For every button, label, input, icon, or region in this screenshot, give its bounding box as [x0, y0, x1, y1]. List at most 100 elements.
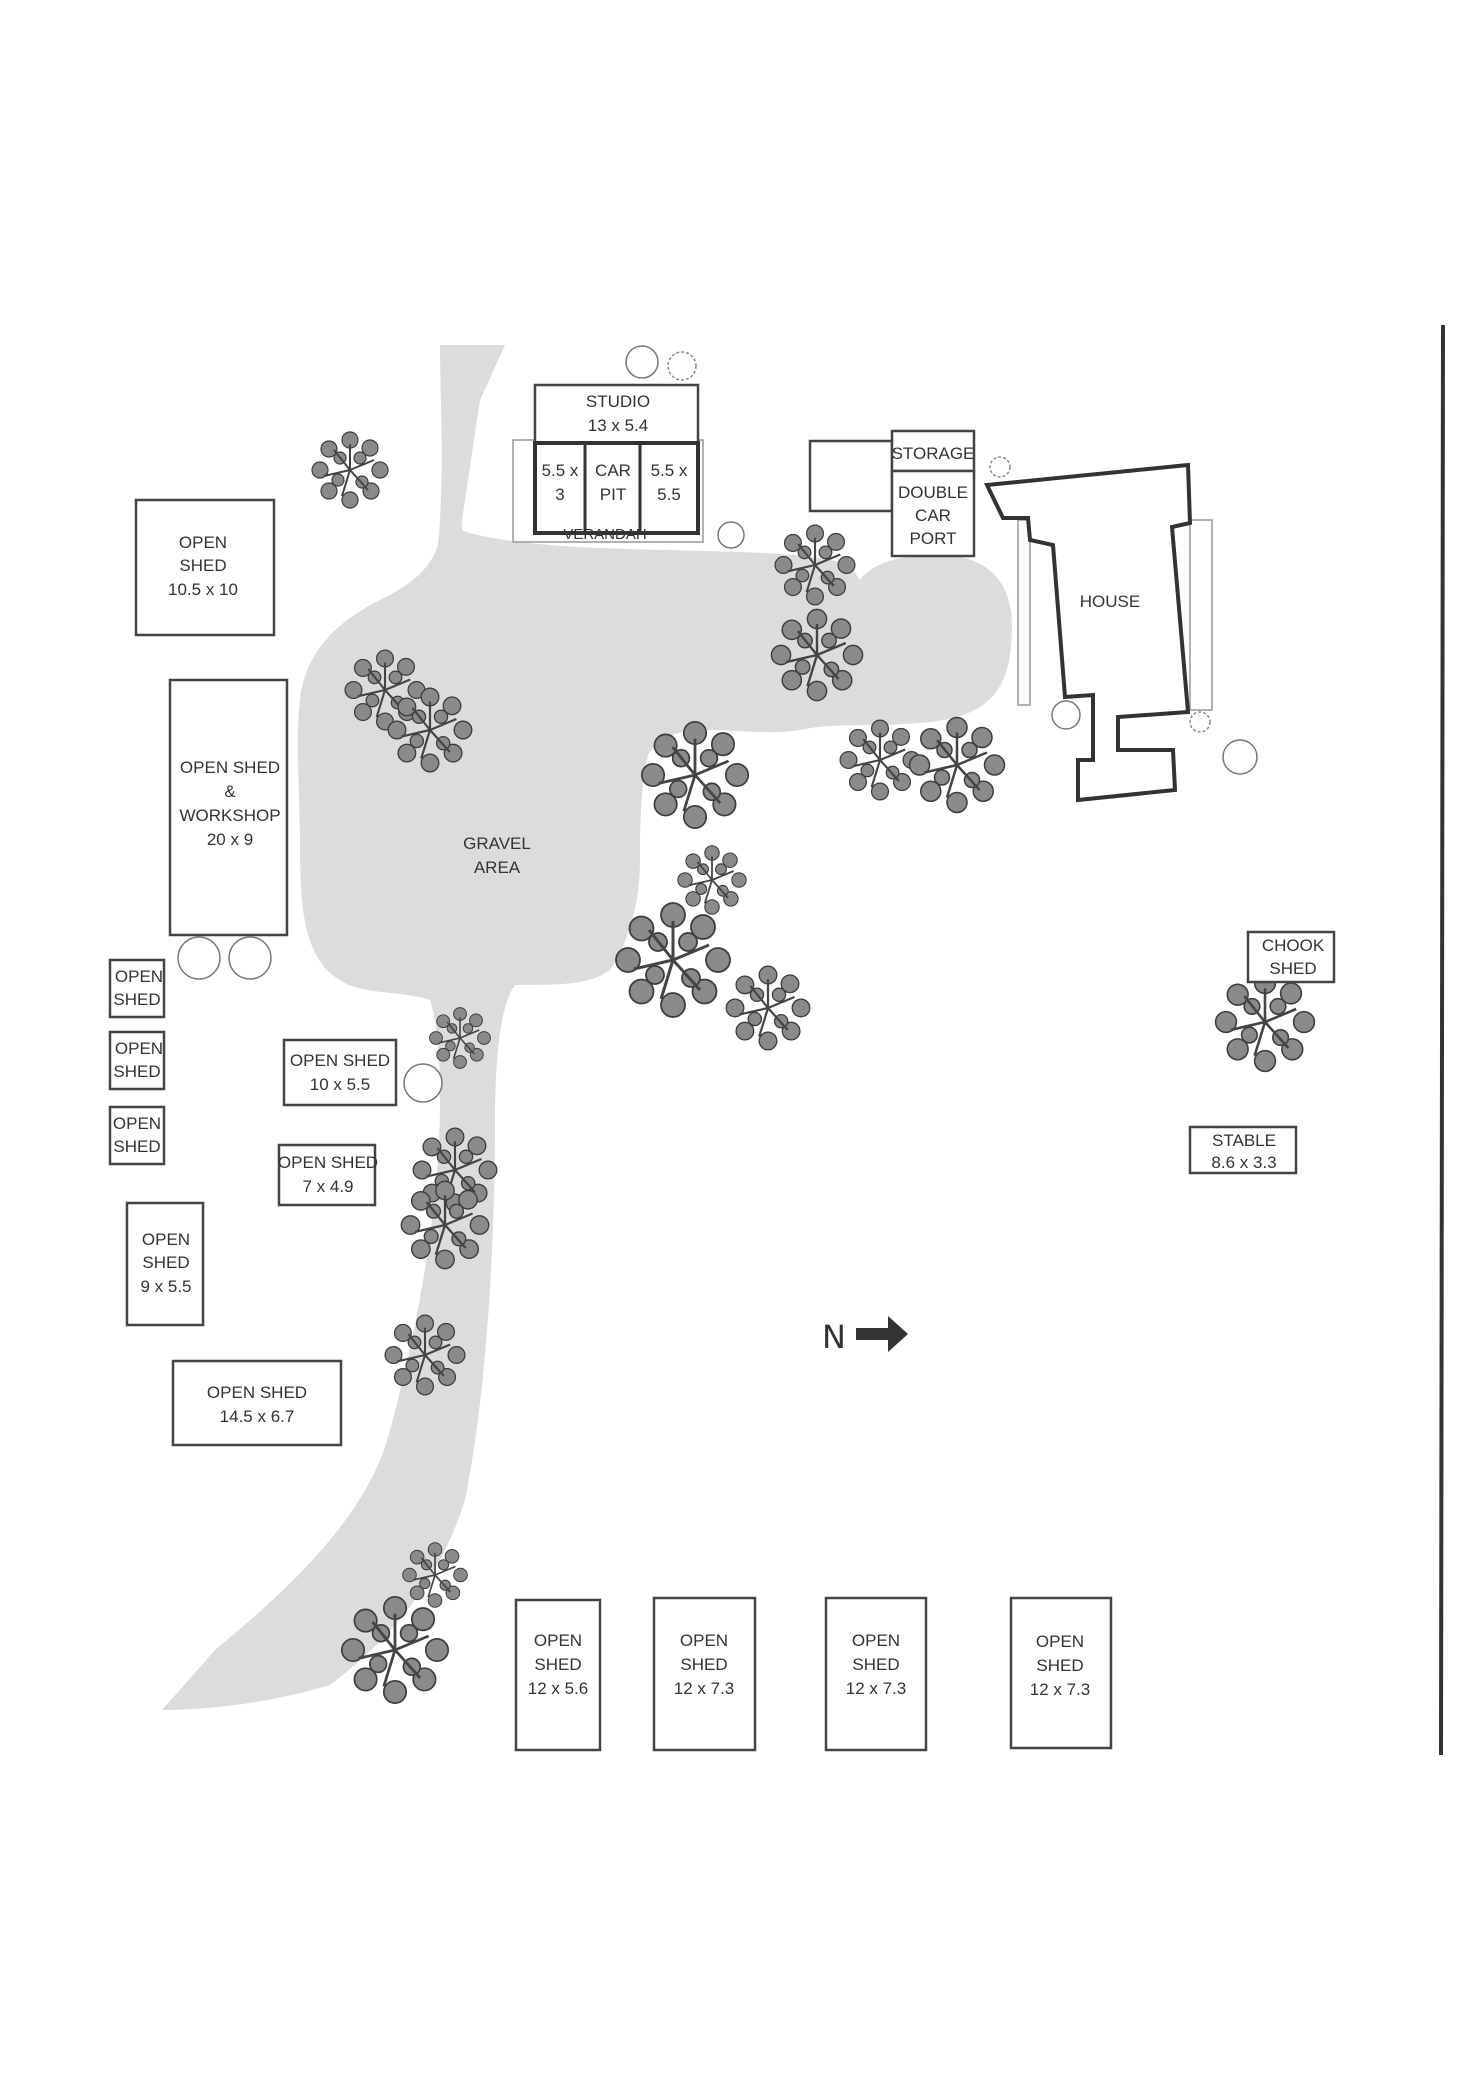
open-shed-h-line2: SHED — [852, 1655, 899, 1674]
open-shed-b-size: 10 x 5.5 — [310, 1075, 371, 1094]
open-shed-small-1 — [108, 958, 166, 1019]
tank-circle — [989, 456, 1011, 478]
double-car-port-line1: DOUBLE — [898, 483, 968, 502]
open-shed-i-size: 12 x 7.3 — [1030, 1680, 1091, 1699]
small-shed-1-line1: OPEN — [115, 967, 163, 986]
gravel-area-line2: AREA — [474, 858, 521, 877]
tree-icon — [770, 608, 864, 702]
tank-circle — [1051, 700, 1081, 730]
north-label: N — [822, 1318, 846, 1356]
tree-icon — [725, 965, 811, 1051]
storage-building — [890, 429, 976, 473]
open-shed-d-size: 9 x 5.5 — [140, 1277, 191, 1296]
open-shed-12x7-3-c — [1009, 1596, 1113, 1750]
gravel-area-line1: GRAVEL — [463, 834, 531, 853]
studio-lower-block — [533, 441, 700, 535]
open-shed-d-line1: OPEN — [142, 1230, 190, 1249]
tree-icon — [676, 844, 748, 916]
tree-icon — [640, 720, 750, 830]
open-shed-7x4-9 — [277, 1143, 377, 1207]
open-shed-c-name: OPEN SHED — [278, 1153, 378, 1172]
studio-room-left-line1: 5.5 x — [542, 461, 579, 480]
workshop-line2: & — [224, 782, 236, 801]
tree-icon — [340, 1595, 450, 1705]
open-shed-a-size: 10.5 x 10 — [168, 580, 238, 599]
open-shed-a-line1: OPEN — [179, 533, 227, 552]
open-shed-10-5x10 — [134, 498, 276, 637]
tree-icon — [908, 716, 1006, 814]
small-shed-3-line1: OPEN — [113, 1114, 161, 1133]
tree-icon — [428, 1006, 492, 1070]
open-shed-i-line2: SHED — [1036, 1656, 1083, 1675]
open-shed-b-name: OPEN SHED — [290, 1051, 390, 1070]
tank-circle — [177, 936, 221, 980]
open-shed-12x7-3-a — [652, 1596, 757, 1752]
tank-circle — [228, 936, 272, 980]
tree-icon — [311, 431, 389, 509]
tree-icon — [384, 1314, 466, 1396]
open-shed-c-size: 7 x 4.9 — [302, 1177, 353, 1196]
double-car-port-line3: PORT — [910, 529, 957, 548]
open-shed-12x5-6 — [514, 1598, 602, 1752]
double-car-port-line2: CAR — [915, 506, 951, 525]
open-shed-g-line2: SHED — [680, 1655, 727, 1674]
storage-label: STORAGE — [892, 444, 975, 463]
car-pit-line2: PIT — [600, 485, 626, 504]
open-shed-f-size: 12 x 5.6 — [528, 1679, 589, 1698]
stable-name: STABLE — [1212, 1131, 1276, 1150]
house-building — [983, 462, 1193, 803]
carport-annex — [808, 439, 894, 513]
open-shed-small-2 — [108, 1030, 166, 1091]
arrow-right-icon — [856, 1316, 908, 1352]
open-shed-e-size: 14.5 x 6.7 — [220, 1407, 295, 1426]
studio-building: STUDIO 13 x 5.4 — [533, 383, 700, 445]
open-shed-9x5-5 — [125, 1201, 205, 1327]
small-shed-1-line2: SHED — [113, 990, 160, 1009]
workshop-line1: OPEN SHED — [180, 758, 280, 777]
open-shed-12x7-3-b — [824, 1596, 928, 1752]
open-shed-workshop — [168, 678, 289, 937]
tree-icon — [400, 1180, 490, 1270]
tree-icon — [1214, 971, 1316, 1073]
open-shed-f-line2: SHED — [534, 1655, 581, 1674]
tank-circle — [717, 521, 745, 549]
small-shed-2-line1: OPEN — [115, 1039, 163, 1058]
chook-shed-line1: CHOOK — [1262, 936, 1325, 955]
chook-shed — [1246, 930, 1336, 984]
verandah-label: VERANDAH — [563, 526, 646, 543]
open-shed-g-size: 12 x 7.3 — [674, 1679, 735, 1698]
studio-size: 13 x 5.4 — [588, 416, 649, 435]
open-shed-e-name: OPEN SHED — [207, 1383, 307, 1402]
studio-room-left-line2: 3 — [555, 485, 564, 504]
small-shed-3-line2: SHED — [113, 1137, 160, 1156]
tree-icon — [839, 719, 921, 801]
tree-icon — [401, 1541, 469, 1609]
open-shed-i-line1: OPEN — [1036, 1632, 1084, 1651]
open-shed-h-line1: OPEN — [852, 1631, 900, 1650]
open-shed-14-5x6-7 — [171, 1359, 343, 1447]
house-verandah-left — [1017, 519, 1031, 706]
chook-shed-line2: SHED — [1269, 959, 1316, 978]
property-boundary-line — [1439, 324, 1445, 1756]
small-shed-2-line2: SHED — [113, 1062, 160, 1081]
open-shed-a-line2: SHED — [179, 556, 226, 575]
workshop-size: 20 x 9 — [207, 830, 253, 849]
tree-icon — [614, 901, 732, 1019]
tank-circle — [1189, 711, 1211, 733]
studio-room-right-line2: 5.5 — [657, 485, 681, 504]
tank-circle — [667, 351, 697, 381]
tank-circle — [625, 345, 659, 379]
open-shed-g-line1: OPEN — [680, 1631, 728, 1650]
tank-circle — [1222, 739, 1258, 775]
studio-room-right-line1: 5.5 x — [651, 461, 688, 480]
double-car-port — [890, 469, 976, 558]
north-arrow: N — [822, 1316, 908, 1356]
tree-icon — [387, 687, 473, 773]
gravel-area — [162, 345, 1012, 1710]
open-shed-h-size: 12 x 7.3 — [846, 1679, 907, 1698]
stable-size: 8.6 x 3.3 — [1211, 1153, 1276, 1172]
stable — [1188, 1125, 1298, 1175]
open-shed-f-line1: OPEN — [534, 1631, 582, 1650]
open-shed-10x5-5 — [282, 1038, 398, 1107]
open-shed-small-3 — [108, 1105, 166, 1166]
